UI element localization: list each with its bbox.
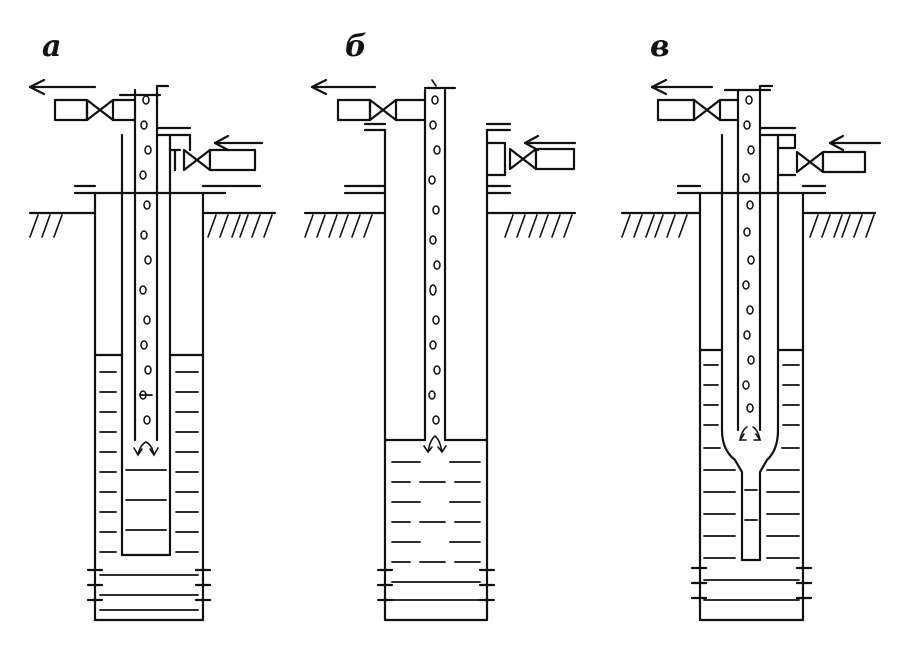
outflow-arrow	[650, 78, 714, 96]
air-entry-arrows	[133, 441, 159, 457]
riser-pipe	[423, 79, 457, 442]
panel-label-v: в	[650, 29, 670, 64]
outlet-valve	[336, 98, 427, 122]
panel-v: в	[620, 29, 882, 622]
air-inlet-valve	[182, 148, 257, 172]
air-entry-arrows	[738, 426, 762, 441]
inflow-arrow	[828, 134, 882, 152]
outlet-valve	[53, 98, 137, 122]
air-pipe	[720, 126, 797, 562]
well-casing	[343, 122, 512, 622]
well-casing	[676, 184, 827, 622]
outflow-arrow	[28, 78, 97, 96]
air-bubbles	[139, 95, 152, 425]
panel-b: б	[303, 29, 577, 622]
air-entry-arrows	[423, 434, 447, 454]
air-pipe	[120, 126, 192, 557]
panel-label-a: а	[42, 29, 61, 64]
filter-screen	[690, 566, 813, 600]
air-bubbles	[742, 95, 755, 413]
riser-pipe	[118, 84, 170, 442]
outlet-valve	[656, 98, 740, 122]
filter-screen	[86, 568, 212, 602]
filter-screen	[376, 568, 496, 602]
water-dashes	[703, 364, 800, 601]
panel-label-b: б	[345, 29, 367, 64]
well-casing	[73, 184, 262, 622]
inflow-arrow	[213, 134, 264, 152]
air-bubbles	[428, 95, 441, 425]
air-inlet-valve	[508, 147, 576, 171]
riser-pipe	[723, 84, 774, 432]
inflow-arrow	[523, 134, 577, 152]
outflow-arrow	[310, 78, 377, 96]
panel-a: а	[28, 29, 277, 622]
water-dashes	[391, 461, 481, 601]
water-dashes	[99, 371, 199, 611]
air-inlet-valve	[795, 150, 867, 174]
